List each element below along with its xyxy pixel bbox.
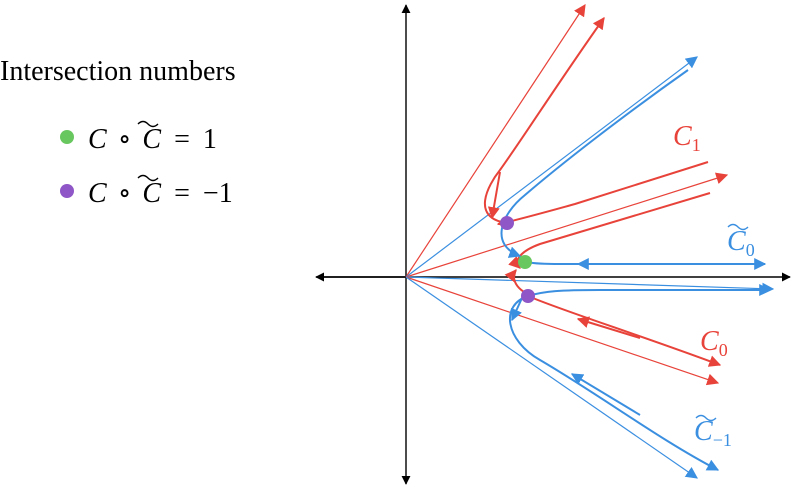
legend-marker-green — [60, 130, 74, 144]
legend: Intersection numbers C ∘ C = 1 C ∘ C = −… — [0, 56, 236, 209]
red-ray-1 — [405, 3, 586, 278]
blue-curve-upper — [500, 69, 689, 258]
legend-marker-purple — [60, 184, 74, 198]
red-curve-middle — [508, 192, 711, 269]
blue-curve-c0 — [519, 255, 767, 270]
red-curve-c0 — [527, 295, 722, 367]
svg-text:C ∘ C: C ∘ C = 1 — [88, 124, 217, 155]
tilde-cm1 — [695, 414, 717, 422]
tilde-c0 — [727, 223, 749, 231]
intersection-points — [500, 216, 535, 303]
label-c0: C0 — [700, 326, 728, 360]
intersection-negative-upper — [500, 216, 514, 230]
blue-curve-cm1 — [508, 295, 720, 471]
label-cm1-tilde: C−1 — [694, 414, 732, 450]
red-curve-c0-arrow — [576, 316, 641, 339]
legend-tilde-1 — [137, 120, 159, 128]
label-c1: C1 — [673, 121, 701, 155]
red-curve-c1-upper — [484, 17, 605, 224]
red-curve-c1-upper-tail — [487, 171, 501, 220]
blue-curve-cm1-arrow — [570, 373, 641, 416]
axes — [315, 4, 791, 485]
red-ray-3 — [405, 276, 720, 386]
svg-text:C−1: C−1 — [694, 416, 732, 450]
curve-labels: C1 C0 C0 C−1 — [673, 121, 755, 450]
blue-ray-1 — [405, 56, 698, 278]
blue-ray-3 — [405, 276, 698, 479]
red-ray-2 — [405, 172, 729, 278]
legend-item-negative: C ∘ C = −1 — [60, 174, 233, 209]
legend-tilde-2 — [137, 174, 159, 182]
blue-curve-cm1-up — [511, 297, 523, 322]
legend-title: Intersection numbers — [0, 56, 236, 87]
blue-ray-2 — [405, 276, 775, 295]
intersection-positive — [518, 255, 532, 269]
svg-text:C ∘ C: C ∘ C = −1 — [88, 178, 233, 209]
legend-item-positive: C ∘ C = 1 — [60, 120, 217, 155]
blue-curve-mid — [527, 284, 772, 297]
origin-rays — [405, 3, 775, 479]
svg-text:C0: C0 — [727, 226, 755, 260]
label-c0-tilde: C0 — [727, 223, 755, 260]
intersection-negative-lower — [521, 289, 535, 303]
